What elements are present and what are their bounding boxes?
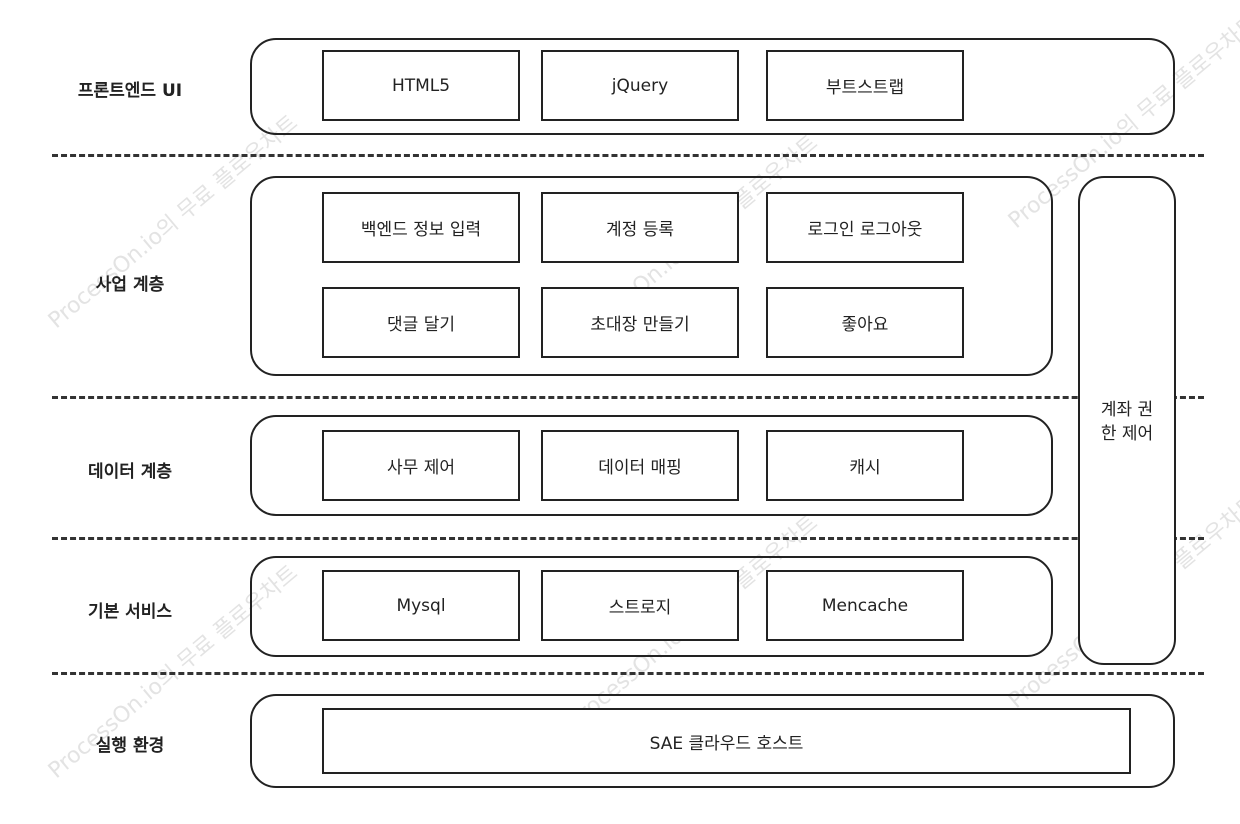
- account-permission-group: 계좌 권 한 제어: [1078, 176, 1176, 665]
- frontend-item-jquery: jQuery: [541, 50, 739, 121]
- layer-label-data: 데이터 계층: [87, 462, 173, 482]
- layer-divider: [52, 672, 1204, 675]
- frontend-group: [250, 38, 1175, 135]
- business-item-invitation: 초대장 만들기: [541, 287, 739, 358]
- data-layer-group: [250, 415, 1053, 516]
- account-permission-line2: 한 제어: [1100, 424, 1154, 444]
- layer-divider: [52, 154, 1204, 157]
- base-item-storage: 스트로지: [541, 570, 739, 641]
- frontend-item-bootstrap: 부트스트랩: [766, 50, 964, 121]
- business-item-like: 좋아요: [766, 287, 964, 358]
- frontend-item-html5: HTML5: [322, 50, 520, 121]
- account-permission-line1: 계좌 권: [1100, 400, 1154, 420]
- layer-label-frontend: 프론트엔드 UI: [77, 81, 183, 101]
- business-item-account-register: 계정 등록: [541, 192, 739, 263]
- runtime-group: [250, 694, 1175, 788]
- data-item-data-mapping: 데이터 매핑: [541, 430, 739, 501]
- layer-divider: [52, 396, 1204, 399]
- layer-divider: [52, 537, 1204, 540]
- business-item-comment: 댓글 달기: [322, 287, 520, 358]
- business-item-login-logout: 로그인 로그아웃: [766, 192, 964, 263]
- base-item-mencache: Mencache: [766, 570, 964, 641]
- account-permission-label: 계좌 권 한 제어: [1080, 398, 1174, 446]
- business-group: [250, 176, 1053, 376]
- business-item-backend-input: 백엔드 정보 입력: [322, 192, 520, 263]
- runtime-item-sae-host: SAE 클라우드 호스트: [322, 708, 1131, 774]
- data-item-transaction-control: 사무 제어: [322, 430, 520, 501]
- layer-label-base: 기본 서비스: [87, 602, 173, 622]
- base-item-mysql: Mysql: [322, 570, 520, 641]
- data-item-cache: 캐시: [766, 430, 964, 501]
- layer-label-runtime: 실행 환경: [95, 736, 165, 756]
- base-services-group: [250, 556, 1053, 657]
- layer-label-business: 사업 계층: [95, 275, 165, 295]
